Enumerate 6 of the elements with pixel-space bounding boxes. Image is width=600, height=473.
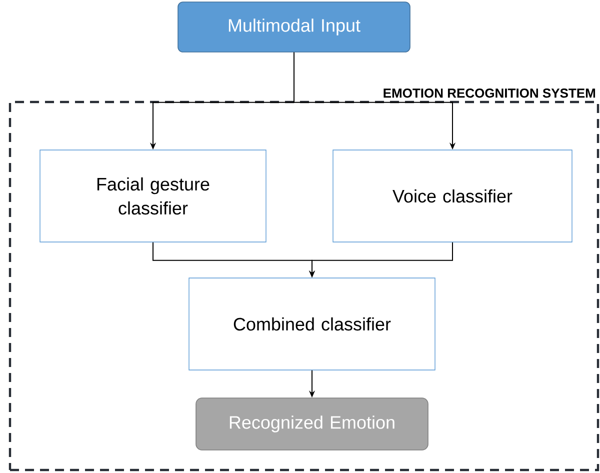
node-label: EMOTION RECOGNITION SYSTEM (384, 88, 596, 98)
input-box: Multimodal Input (178, 2, 410, 52)
result-box: Recognized Emotion (196, 398, 428, 450)
classifier-box: Combined classifier (188, 278, 436, 370)
classifier-box: Facial gesture classifier (40, 150, 266, 242)
classifier-box: Voice classifier (332, 150, 572, 242)
